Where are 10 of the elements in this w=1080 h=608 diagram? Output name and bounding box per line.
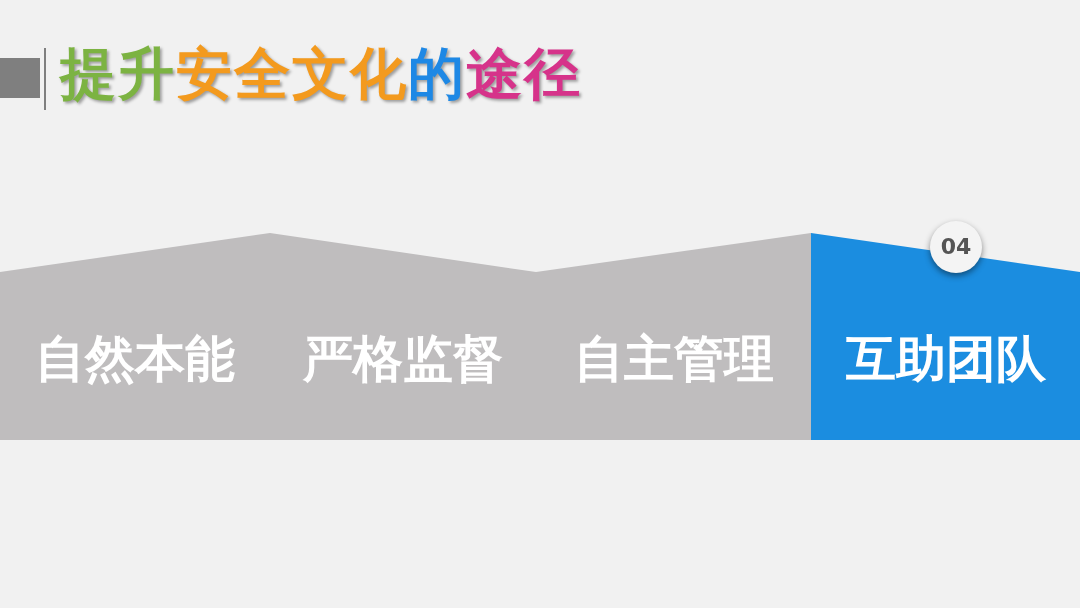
band-label: 严格监督 (303, 334, 503, 384)
band-segment (0, 233, 270, 440)
band-label: 自然本能 (35, 334, 235, 384)
band-segment (270, 233, 536, 440)
highlighted-band-segment (811, 233, 1080, 440)
band-label: 自主管理 (573, 334, 774, 384)
band-label: 互助团队 (845, 334, 1046, 384)
number-label: 04 (940, 236, 972, 258)
band-segment (536, 233, 811, 440)
title: 提升安全文化的途径 (60, 46, 582, 102)
